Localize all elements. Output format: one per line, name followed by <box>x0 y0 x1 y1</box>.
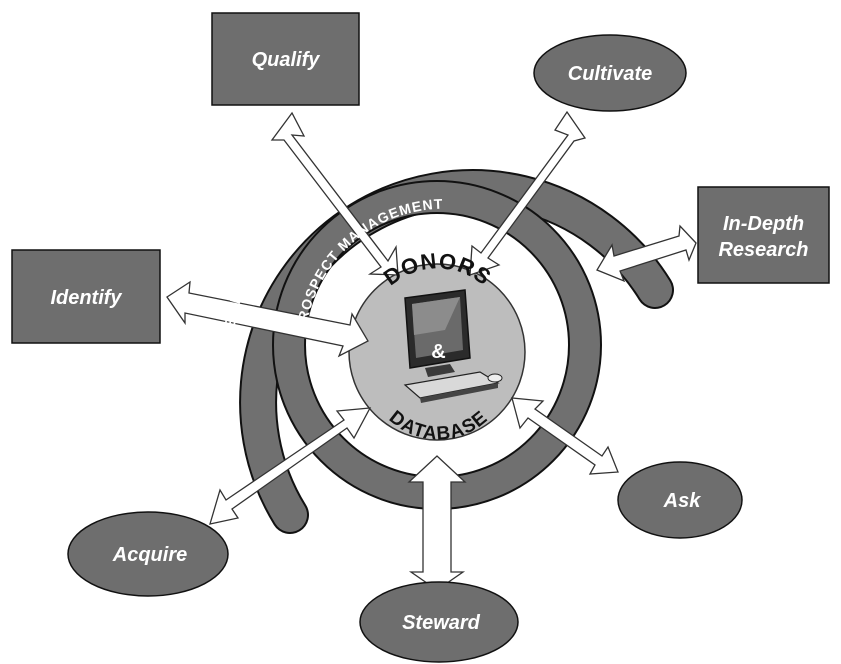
arrow-qualify <box>270 111 399 276</box>
acquire-label: Acquire <box>112 544 187 566</box>
arrow-steward <box>407 455 467 591</box>
research-label-top: RESEARCH <box>454 85 549 122</box>
arrow-in-depth <box>596 224 697 283</box>
ask-label: Ask <box>663 490 702 512</box>
in-depth-label-line2: Research <box>718 239 808 261</box>
steward-label: Steward <box>402 612 481 634</box>
identify-node: Identify <box>11 249 161 344</box>
arrow-ask <box>511 397 619 475</box>
in-depth-research-node: In-Depth Research <box>697 186 830 284</box>
qualify-label: Qualify <box>252 49 321 71</box>
ampersand-label: & <box>431 341 446 363</box>
qualify-node: Qualify <box>211 12 360 106</box>
arrow-identify <box>166 280 369 358</box>
steward-node: Steward <box>359 581 519 663</box>
arrow-cultivate <box>469 110 587 276</box>
acquire-node: Acquire <box>67 511 229 597</box>
ask-node: Ask <box>617 461 743 539</box>
computer-icon <box>403 289 503 403</box>
cultivate-node: Cultivate <box>533 34 687 112</box>
cultivate-label: Cultivate <box>568 63 652 85</box>
arrow-acquire <box>209 407 372 525</box>
in-depth-label-line1: In-Depth <box>723 213 804 235</box>
identify-label: Identify <box>50 287 122 309</box>
